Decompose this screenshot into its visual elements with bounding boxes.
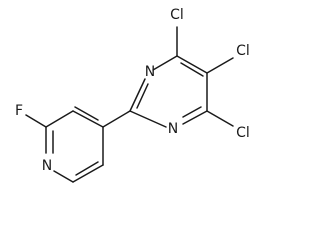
bond-py-c6-c5	[72, 164, 104, 183]
bond-py-c4-c3-inner	[74, 106, 99, 121]
bond-c2-n-top	[129, 78, 146, 112]
bond-py-c4-c3	[72, 110, 104, 128]
bond-c2-n-top-inner	[136, 83, 149, 109]
structure-canvas: Cl Cl Cl N N F N	[15, 7, 250, 183]
chemical-structure-diagram: Cl Cl Cl N N F N	[15, 7, 250, 183]
bond-c4-c5-inner	[180, 62, 204, 77]
bond-py-c6-c5-inner	[75, 161, 99, 176]
atom-n-pyrimidine-bottom: N	[168, 121, 178, 137]
bond-py-n-c6	[53, 170, 74, 183]
atom-cl-right: Cl	[236, 43, 250, 59]
bond-c2-pyridine-c4	[102, 110, 131, 128]
atom-cl-bottom: Cl	[236, 125, 250, 141]
bond-c4-c5	[176, 55, 208, 74]
atom-n-pyridine: N	[42, 158, 52, 174]
atom-n-pyrimidine-top: N	[145, 64, 155, 80]
bond-c6-n-bottom-inner	[182, 106, 202, 118]
bond-c6-cl-bottom	[206, 110, 234, 127]
atom-cl-top: Cl	[170, 7, 184, 23]
bond-n-top-c4	[152, 55, 178, 71]
bond-n-bottom-c2	[129, 110, 167, 128]
bond-c6-n-bottom	[182, 110, 208, 125]
bond-c5-cl-right	[206, 57, 234, 74]
bond-py-c2-f	[25, 114, 47, 128]
atom-fluorine: F	[15, 103, 23, 119]
bond-py-c3-c2	[45, 110, 74, 128]
